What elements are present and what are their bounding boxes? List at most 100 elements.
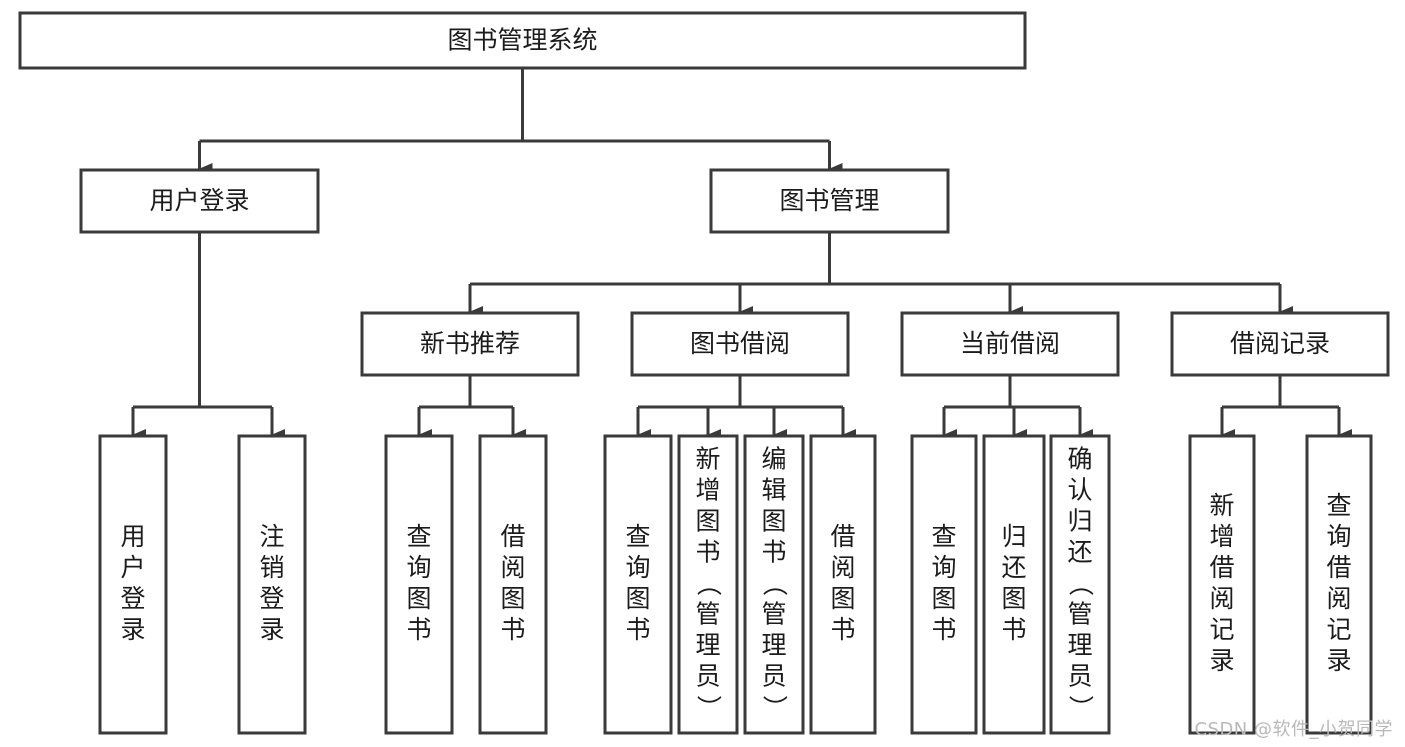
node-label: 图书借阅 [690,329,790,358]
node-当前借阅[interactable]: 当前借阅 [900,311,1120,377]
node-box [18,11,1027,70]
node-label-char: 书 [761,538,786,567]
node-box [1188,434,1256,735]
node-label-char: 理 [1067,631,1092,660]
node-label-char: 管 [695,600,720,629]
node-label-char: 阅 [1326,584,1351,613]
node-label-char: 书 [625,615,650,644]
node-label-char: 归 [1067,507,1092,536]
node-label-char: 编 [761,445,786,474]
node-box [603,434,673,735]
node-label-char: 新 [1209,491,1234,520]
node-label-char: 登 [120,584,145,613]
node-label-char: 借 [1209,553,1234,582]
node-label-char: 用 [120,522,145,551]
node-label-char: 书 [1001,615,1026,644]
node-label-char: 询 [625,553,650,582]
node-label: 用户登录 [149,186,249,215]
node-label-char: 图 [406,584,431,613]
node-label-char: 查 [931,522,956,551]
node-label-char: 图 [931,584,956,613]
node-box [677,434,739,735]
node-label-char: 销 [259,553,284,582]
node-label-char: 记 [1209,615,1234,644]
node-label-char: 归 [1001,522,1026,551]
node-box [384,434,454,735]
node-label-char: 增 [1209,522,1234,551]
node-label-char: 查 [406,522,431,551]
node-label-char: 认 [1067,476,1092,505]
node-label-char: 图 [625,584,650,613]
node-label-char: 录 [1209,646,1234,675]
node-label-char: （ [1066,571,1095,596]
node-box [1049,434,1111,735]
node-label: 图书管理 [779,186,879,215]
node-用户登录[interactable]: 用户登录 [79,168,320,234]
node-label-char: 图 [1001,584,1026,613]
node-label-char: （ [760,571,789,596]
node-label-char: 书 [406,615,431,644]
node-图书借阅[interactable]: 图书借阅 [630,311,850,377]
node-label-char: 借 [1326,553,1351,582]
node-label-char: 管 [1067,600,1092,629]
node-label-char: 还 [1001,553,1026,582]
node-label-char: 图 [695,507,720,536]
node-label: 图书管理系统 [447,26,597,55]
node-box [360,311,580,377]
node-box [709,168,950,234]
node-label-char: 员 [1067,662,1092,691]
node-label: 借阅记录 [1230,329,1330,358]
node-label-char: 书 [695,538,720,567]
node-label-char: 登 [259,584,284,613]
node-label-char: ） [760,695,789,720]
node-label-char: 录 [1326,646,1351,675]
node-box [1305,434,1373,735]
node-用户登录[interactable]: 用户登录 [98,434,168,735]
node-label-char: 新 [695,445,720,474]
node-label-char: 理 [695,631,720,660]
node-借阅记录[interactable]: 借阅记录 [1170,311,1390,377]
node-label-char: 阅 [830,553,855,582]
node-新书推荐[interactable]: 新书推荐 [360,311,580,377]
node-label-char: 借 [500,522,525,551]
node-label-char: 户 [120,553,145,582]
node-label-char: 员 [761,662,786,691]
node-label-char: ） [694,695,723,720]
node-图书管理[interactable]: 图书管理 [709,168,950,234]
node-label-char: 询 [931,553,956,582]
node-label-char: 阅 [1209,584,1234,613]
node-label-char: 书 [500,615,525,644]
node-label-char: 询 [406,553,431,582]
node-label-char: 图 [500,584,525,613]
node-box [79,168,320,234]
node-box [1170,311,1390,377]
node-label-char: 注 [259,522,284,551]
node-label-char: 查 [625,522,650,551]
node-label: 新书推荐 [420,329,520,358]
node-label-char: 确 [1067,445,1092,474]
watermark-credit: CSDN @软件_小贺同学 [1194,719,1393,740]
node-label-char: 录 [120,615,145,644]
node-label-char: 员 [695,662,720,691]
node-box [630,311,850,377]
node-box [478,434,548,735]
node-label-char: 增 [695,476,720,505]
connector-lines [131,68,1352,441]
node-label-char: 理 [761,631,786,660]
node-图书管理系统[interactable]: 图书管理系统 [18,11,1027,70]
node-box [910,434,978,735]
node-label-char: 书 [830,615,855,644]
